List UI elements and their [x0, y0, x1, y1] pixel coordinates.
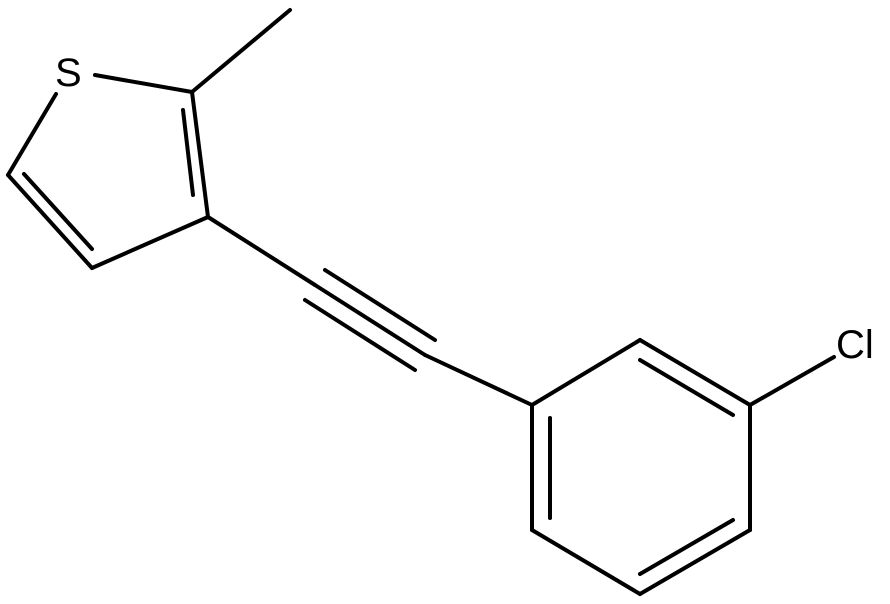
bond-c4-c5	[6, 173, 94, 270]
bond-alkyne-1	[313, 283, 427, 357]
bond-b2-b3-inner	[638, 358, 735, 417]
bond-b4-b5	[638, 528, 752, 596]
bond-c2-c3	[190, 90, 210, 219]
bond-alkyne-phenyl	[423, 353, 534, 407]
bond-c3-alkyne	[206, 215, 317, 287]
bond-b2-b3	[638, 338, 752, 407]
bond-b3-cl	[748, 355, 836, 407]
bond-alkyne-3	[323, 268, 437, 342]
bond-b1-b2	[530, 338, 642, 407]
bond-c2-methyl	[190, 8, 292, 94]
bond-s-c2	[93, 73, 194, 94]
atom-label-chlorine: Cl	[836, 323, 874, 367]
bond-b4-b5-inner	[638, 518, 735, 576]
bond-c5-s	[6, 92, 58, 177]
bond-alkyne-2	[303, 298, 417, 372]
bond-c2-c3-inner	[181, 108, 195, 197]
bond-b5-b6	[530, 528, 642, 596]
atom-label-sulfur: S	[55, 51, 82, 95]
bond-c4-c5-inner	[22, 172, 94, 251]
bond-c3-c4	[90, 215, 210, 270]
